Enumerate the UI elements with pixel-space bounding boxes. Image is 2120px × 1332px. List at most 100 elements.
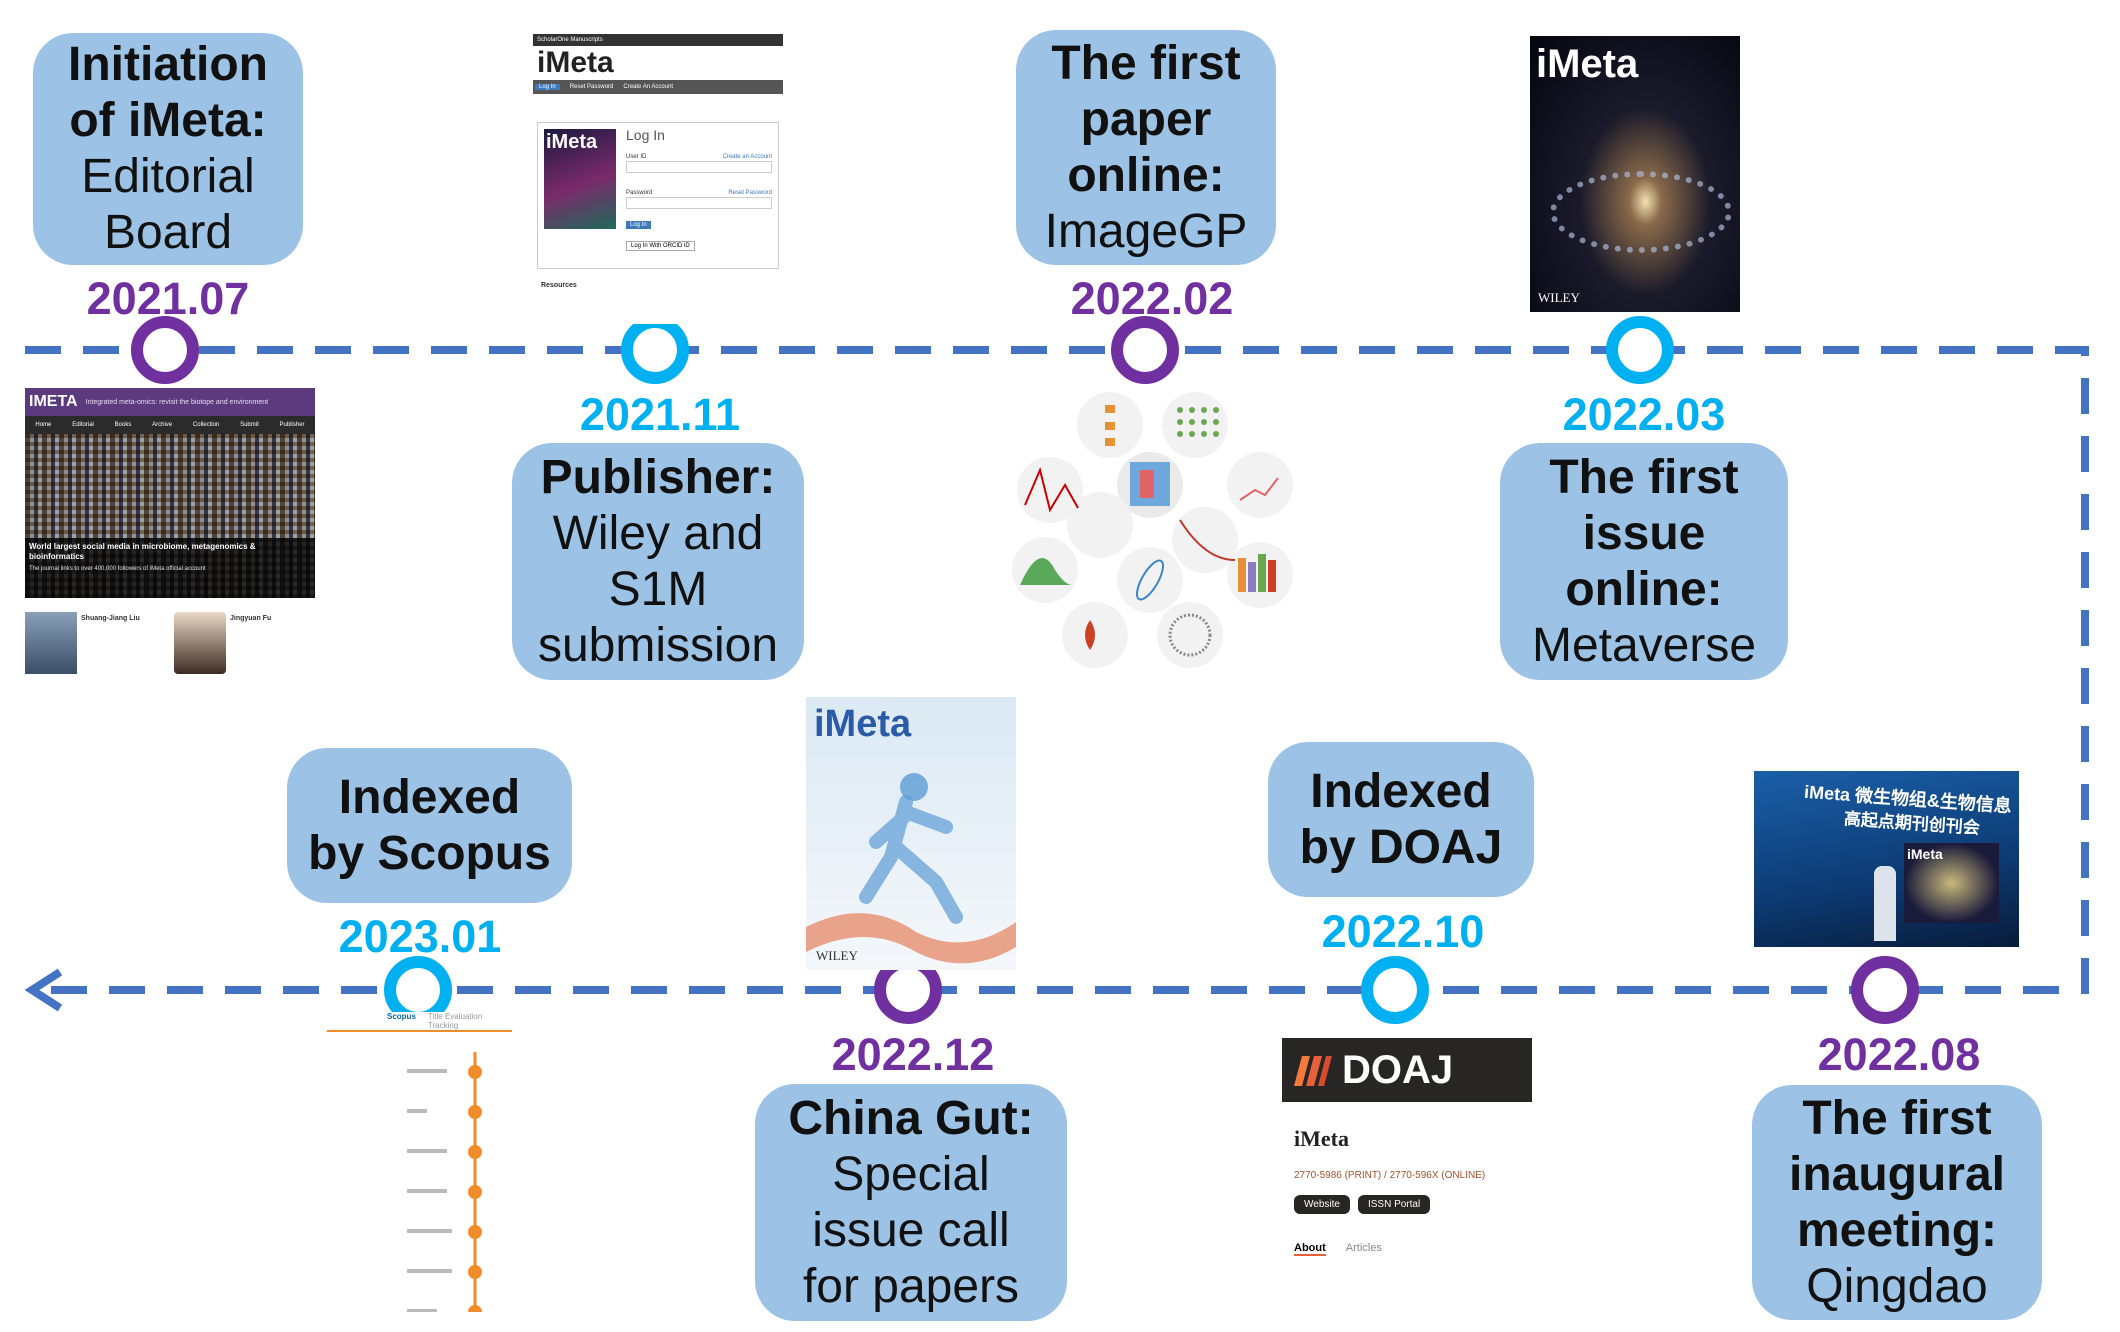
event-box-2021-07: Initiation of iMeta: Editorial Board: [33, 33, 303, 265]
date-2022-10: 2022.10: [1321, 906, 1485, 957]
doaj-logo-icon: [1294, 1056, 1332, 1086]
screen-logo: iMeta: [1907, 846, 1943, 862]
event-line: ImageGP: [1044, 204, 1248, 258]
event-line: The first: [1549, 450, 1739, 504]
timeline-marker-2021-07: [131, 316, 199, 384]
person-card: Shuang-Jiang Liu: [25, 612, 166, 674]
date-2022-02: 2022.02: [1070, 273, 1234, 324]
date-2021-11: 2021.11: [579, 389, 741, 440]
event-box-2022-10: Indexed by DOAJ: [1268, 742, 1534, 897]
event-line: China Gut:: [788, 1091, 1034, 1145]
nav-item: Collection: [192, 422, 220, 428]
website-banner: World largest social media in microbiome…: [25, 538, 315, 598]
timeline-marker-2022-03: [1606, 316, 1674, 384]
issn-portal-button[interactable]: ISSN Portal: [1357, 1195, 1431, 1214]
login-topbar: ScholarOne Manuscripts: [533, 34, 783, 46]
website-headline: World largest social media in microbiome…: [29, 542, 256, 561]
resources-heading: Resources: [541, 282, 577, 289]
bar-icon: [1238, 558, 1246, 592]
heatmap-icon: [1140, 470, 1154, 498]
violin-icon: [1085, 620, 1095, 650]
event-line: Wiley and: [552, 506, 764, 560]
event-line: Special: [832, 1147, 990, 1201]
doaj-tabs: About Articles: [1294, 1242, 1532, 1256]
person-name: Jingyuan Fu: [230, 615, 272, 622]
tab-scopus: Scopus: [387, 1012, 416, 1021]
cover-publisher: WILEY: [1538, 290, 1580, 305]
event-line: by Scopus: [308, 826, 551, 880]
event-line: The first: [1802, 1091, 1992, 1145]
arrow-head-icon: [24, 968, 63, 1012]
bar-icon: [1248, 562, 1256, 592]
plot-circle: [1157, 602, 1223, 668]
avatar: [174, 612, 226, 674]
event-line: Editorial: [81, 150, 255, 203]
website-nav: Home Editorial Books Archive Collection …: [25, 416, 315, 434]
event-box-2021-11: Publisher: Wiley and S1M submission: [512, 443, 804, 680]
timeline-marker-2022-12: [874, 956, 942, 1024]
reset-tab: Reset Password: [569, 84, 614, 90]
event-line: Indexed: [1310, 764, 1492, 818]
tab-about[interactable]: About: [1294, 1242, 1326, 1256]
tab-tracking: Title Evaluation Tracking: [427, 1012, 483, 1030]
cover-metaverse: iMeta WILEY: [1530, 36, 1740, 312]
nav-item: Editorial: [72, 422, 94, 428]
speaker: [1874, 866, 1896, 941]
password-input[interactable]: [626, 197, 772, 209]
person-name: Shuang-Jiang Liu: [81, 615, 140, 622]
user-input[interactable]: [626, 161, 772, 173]
date-2022-03: 2022.03: [1562, 389, 1726, 440]
timeline-marker-2022-02: [1111, 316, 1179, 384]
cover-publisher: WILEY: [816, 948, 858, 963]
orcid-button[interactable]: Log In With ORCID iD: [626, 241, 695, 251]
meeting-screen: iMeta: [1904, 843, 1999, 923]
doaj-journal: iMeta: [1294, 1126, 1349, 1151]
doaj-buttons: Website ISSN Portal: [1294, 1195, 1532, 1214]
circos-icon: [1168, 613, 1212, 657]
imagegp-plots: [1010, 390, 1300, 670]
website-people: Shuang-Jiang Liu Jingyuan Fu: [25, 612, 315, 674]
date-2021-07: 2021.07: [86, 273, 250, 324]
date-2022-12: 2022.12: [831, 1029, 995, 1080]
scopus-tracker-steps: [407, 1052, 482, 1312]
plot-circle: [1017, 457, 1083, 523]
event-line: paper: [1080, 92, 1212, 146]
reset-link[interactable]: Reset Password: [728, 190, 772, 196]
login-cover: iMeta: [544, 129, 616, 229]
doaj-screenshot: DOAJ iMeta 2770-5986 (PRINT) / 2770-596X…: [1282, 1038, 1532, 1318]
bar-icon: [1268, 560, 1276, 592]
website-header: IMETA Integrated meta-omics: revisit the…: [25, 388, 315, 416]
plot-circle: [1172, 507, 1238, 573]
event-line: Metaverse: [1531, 618, 1757, 672]
cover-logo: iMeta: [546, 131, 598, 153]
website-button[interactable]: Website: [1294, 1195, 1350, 1214]
login-button[interactable]: Log In: [626, 221, 651, 229]
website-tagline: Integrated meta-omics: revisit the bioto…: [85, 398, 269, 406]
login-panel: iMeta Log In User ID Create an Account P…: [537, 122, 779, 269]
person-card: Jingyuan Fu: [174, 612, 315, 674]
create-link[interactable]: Create an Account: [722, 154, 772, 160]
scopus-screenshot: Scopus Title Evaluation Tracking: [327, 1012, 512, 1312]
event-line: of iMeta:: [69, 94, 267, 147]
volcano-icon: [1024, 466, 1079, 513]
event-line: inaugural: [1788, 1147, 2006, 1201]
user-label: User ID: [626, 154, 647, 160]
website-subline: The journal links to over 400,000 follow…: [29, 566, 206, 572]
event-line: by DOAJ: [1299, 820, 1503, 874]
event-line: online:: [1565, 562, 1723, 616]
event-line: online:: [1067, 148, 1225, 202]
event-line: Publisher:: [540, 450, 776, 504]
event-box-2022-02: The first paper online: ImageGP: [1016, 30, 1276, 265]
website-mosaic: World largest social media in microbiome…: [25, 434, 315, 598]
plot-circle: [1117, 547, 1183, 613]
create-tab: Create An Account: [623, 84, 674, 90]
login-nav: Log In Reset Password Create An Account: [533, 80, 783, 94]
tab-articles[interactable]: Articles: [1345, 1242, 1382, 1254]
event-box-2022-03: The first issue online: Metaverse: [1500, 443, 1788, 680]
event-line: Initiation: [68, 38, 268, 91]
nav-item: Submit: [240, 422, 259, 428]
line-plot-icon: [1179, 519, 1236, 561]
nav-item: Home: [35, 422, 52, 428]
event-line: S1M: [608, 562, 708, 616]
